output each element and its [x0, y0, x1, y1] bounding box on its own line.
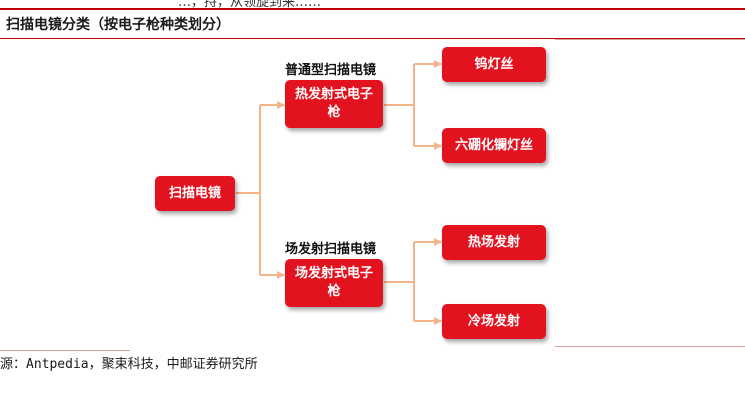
- source-note: 源：Antpedia，聚束科技，中邮证券研究所: [0, 357, 258, 372]
- node-tungsten-filament: 钨灯丝: [442, 47, 546, 82]
- group-label-field-emission-sem: 场发射扫描电镜: [285, 242, 377, 257]
- right-frame-top: [555, 39, 745, 40]
- node-field-emission-gun: 场发射式电子枪: [285, 259, 383, 307]
- title-rule: [0, 38, 745, 39]
- figure-title: 扫描电镜分类（按电子枪种类划分）: [6, 17, 230, 33]
- group-label-normal-sem: 普通型扫描电镜: [285, 63, 377, 78]
- node-cold-field-emission: 冷场发射: [442, 304, 546, 339]
- node-thermal-field-emission: 热场发射: [442, 225, 546, 260]
- node-thermal-emission-gun: 热发射式电子枪: [285, 80, 383, 128]
- node-root: 扫描电镜: [155, 176, 235, 211]
- right-frame-bottom: [555, 346, 745, 347]
- top-rule: [0, 8, 745, 10]
- node-lab6-filament: 六硼化镧灯丝: [442, 128, 546, 163]
- top-text-fragment: …，持，从领旋到来……: [178, 0, 322, 10]
- bottom-rule-left: [0, 350, 130, 351]
